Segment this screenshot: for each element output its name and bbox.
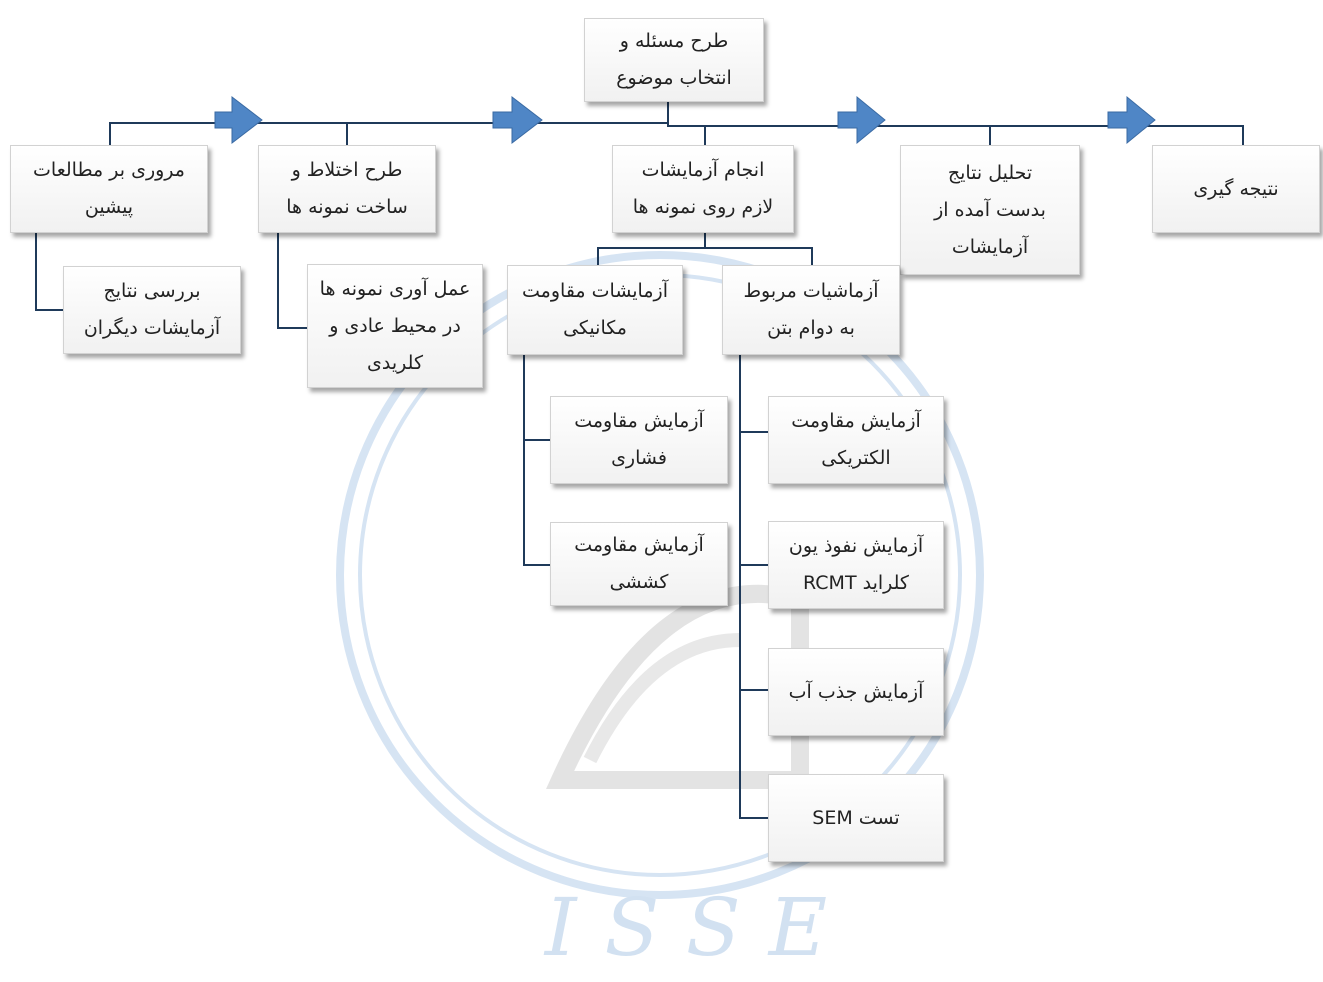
stage-mix-design: طرح اختلاط و ساخت نمونه ها	[258, 145, 436, 233]
branch-tests-split	[597, 232, 813, 265]
node-chloride-test-label: آزمایش نفوذ یون کلراید RCMT	[788, 535, 924, 594]
flow-arrow-4	[1107, 95, 1156, 145]
stage-mix-design-label: طرح اختلاط و ساخت نمونه ها	[286, 159, 408, 218]
node-sem-test-label: تست SEM	[812, 806, 900, 829]
stage-analysis-label: تحلیل نتایج بدست آمده از آزمایشات	[934, 161, 1046, 258]
flow-arrow-2	[492, 95, 543, 145]
node-curing: عمل آوری نمونه ها در محیط عادی و کلریدی	[307, 264, 483, 388]
watermark-text: ISSE	[543, 881, 855, 974]
stage-review-label: مروری بر مطالعات پیشین	[33, 159, 185, 218]
bus-line-right	[667, 123, 1244, 145]
flow-arrow-3	[837, 95, 886, 145]
watermark-arch-icon	[583, 633, 741, 764]
node-mechanical-tests-label: آزمایشات مقاومت مکانیکی	[522, 280, 668, 339]
node-review-results-label: بررسی نتایج آزمایشات دیگران	[83, 280, 221, 339]
node-electrical-test: آزمایش مقاومت الکتریکی	[768, 396, 944, 484]
node-review-results: بررسی نتایج آزمایشات دیگران	[63, 266, 241, 354]
stage-review: مروری بر مطالعات پیشین	[10, 145, 208, 233]
node-tensile-test: آزمایش مقاومت کششی	[550, 522, 728, 606]
bus-line-left	[109, 122, 668, 145]
node-electrical-test-label: آزمایش مقاومت الکتریکی	[791, 410, 921, 469]
node-sem-test: تست SEM	[768, 774, 944, 862]
node-compressive-test: آزمایش مقاومت فشاری	[550, 396, 728, 484]
node-absorption-test: آزمایش جذب آب	[768, 648, 944, 736]
branch-curing	[277, 232, 307, 329]
stage-conclusion: نتیجه گیری	[1152, 145, 1320, 233]
node-durability-tests: آزماشیات مربوط به دوام بتن	[722, 265, 900, 355]
branch-review-results	[35, 232, 63, 311]
stage-tests: انجام آزمایشات لازم روی نمونه ها	[612, 145, 794, 233]
stage-analysis: تحلیل نتایج بدست آمده از آزمایشات	[900, 145, 1080, 275]
top-node-label: طرح مسئله و انتخاب موضوع	[616, 30, 732, 89]
node-absorption-test-label: آزمایش جذب آب	[788, 680, 924, 703]
stage-tests-label: انجام آزمایشات لازم روی نمونه ها	[632, 159, 774, 218]
branch-durability	[739, 355, 768, 819]
node-chloride-test: آزمایش نفوذ یون کلراید RCMT	[768, 521, 944, 609]
node-tensile-test-label: آزمایش مقاومت کششی	[574, 534, 704, 593]
node-mechanical-tests: آزمایشات مقاومت مکانیکی	[507, 265, 683, 355]
node-durability-tests-label: آزماشیات مربوط به دوام بتن	[743, 280, 879, 339]
top-node: طرح مسئله و انتخاب موضوع	[584, 18, 764, 102]
node-curing-label: عمل آوری نمونه ها در محیط عادی و کلریدی	[319, 277, 471, 374]
flow-arrow-1	[214, 95, 263, 145]
node-compressive-test-label: آزمایش مقاومت فشاری	[574, 410, 704, 469]
branch-mechanical	[523, 355, 550, 566]
watermark-outer-ring	[336, 251, 984, 899]
stage-conclusion-label: نتیجه گیری	[1193, 177, 1279, 200]
